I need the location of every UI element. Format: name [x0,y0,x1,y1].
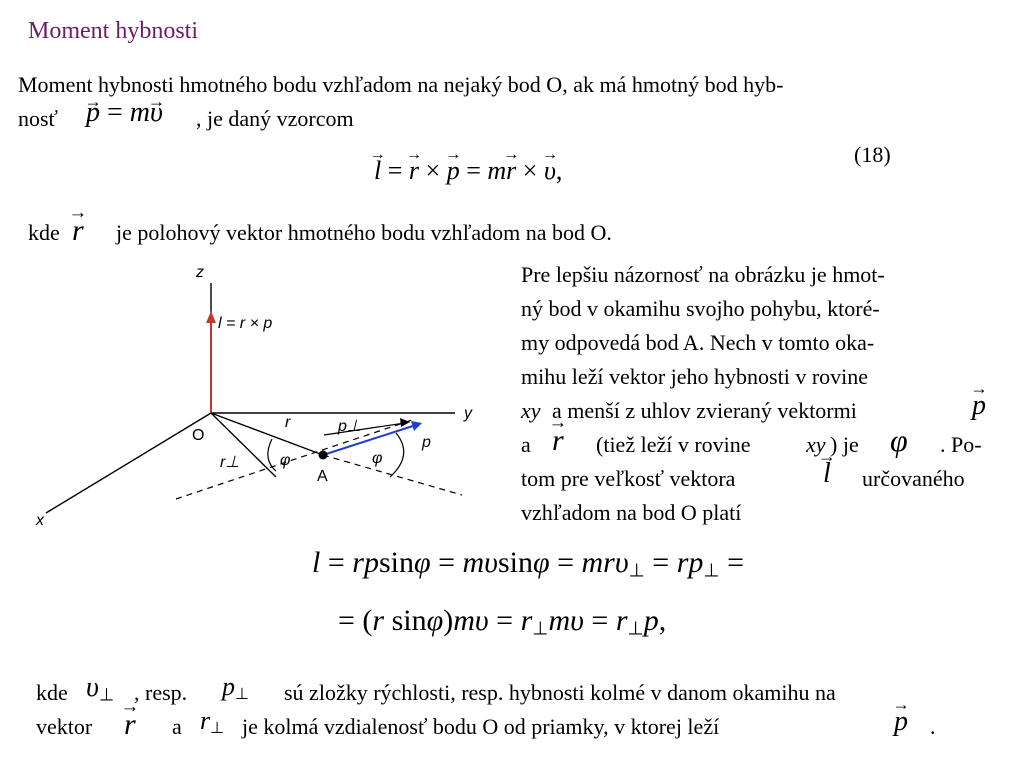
r-perp-line [210,412,277,478]
r-perp-label: r⊥ [220,454,239,471]
magnitude-equation-2: = (r sinφ)mυ = r⊥mυ = r⊥p, [338,604,667,640]
angular-momentum-diagram: z y x l = r × p r r⊥ p⊥ p φ φ A O [35,264,473,529]
bottom-text-2: je kolmá vzdialenosť bodu O od priamky, … [242,714,720,739]
explanation-xy: xy [521,398,541,423]
equation-number: (18) [854,142,891,167]
explanation-line-7-end: určovaného [862,466,965,491]
r-vector-symbol-3: r [124,708,136,742]
point-a-dot [318,450,328,460]
page-title: Moment hybnosti [28,18,199,44]
explanation-line-8: vzhľadom na bod O platí [521,500,742,525]
bottom-a: a [172,714,182,739]
bottom-vektor: vektor [36,714,93,739]
where-r-prefix: kde [28,220,60,245]
angle-arc-left [267,438,277,472]
explanation-line-4: mihu leží vektor jeho hybnosti v rovine [521,364,869,389]
x-axis [45,412,212,514]
r-perp-symbol: r⊥ [200,706,225,738]
y-axis-label: y [463,405,473,422]
angle-arc-right [389,432,405,478]
explanation-line-2: ný bod v okamihu svojho pohybu, ktoré- [521,296,880,321]
explanation-line-6-end: . Po- [940,432,982,457]
angle-phi-left-label: φ [280,452,290,469]
explanation-line-7-start: tom pre veľkosť vektora [521,466,736,491]
point-a-label: A [317,468,328,485]
magnitude-equation-1: l = rpsinφ = mυsinφ = mrυ⊥ = rp⊥ = [312,546,745,582]
v-perp-symbol: υ⊥ [86,672,114,705]
p-vector-arrowhead [411,421,422,431]
r-vector [210,412,324,456]
p-vector [322,424,417,456]
phi-symbol: φ [890,422,908,458]
p-perp-vector [323,422,406,436]
intro-line-2-start: nosť [18,106,58,131]
r-vector-symbol: r [72,214,84,248]
explanation-line-6-mid: (tiež leží v rovine [596,432,751,457]
l-vector-arrowhead [206,311,216,323]
explanation-line-1: Pre lepšiu názornosť na obrázku je hmot- [521,262,885,287]
origin-label: O [192,427,204,444]
l-vector-label: l = r × p [218,315,272,332]
explanation-line-6-a: a [521,432,531,457]
where-r-text: je polohový vektor hmotného bodu vzhľado… [116,220,612,245]
p-vector-symbol: p [972,390,986,422]
p-vector-label: p [421,434,431,451]
explanation-line-3: my odpovedá bod A. Nech v tomto oka- [521,330,875,355]
angle-phi-right-label: φ [372,450,382,467]
p-perp-symbol: p⊥ [222,672,250,704]
angular-momentum-equation: l = r × p = mr × υ, [374,156,562,186]
intro-line-2-end: , je daný vzorcom [196,106,354,131]
intro-line-1: Moment hybnosti hmotného bodu vzhľadom n… [18,72,784,97]
bottom-prefix: kde [36,680,68,705]
bottom-period: . [930,714,936,739]
bottom-text-1: sú zložky rýchlosti, resp. hybnosti kolm… [284,680,836,705]
p-perp-label: p⊥ [337,418,361,435]
momentum-formula: p = mυ [86,99,163,127]
p-line-back [175,418,416,500]
p-vector-symbol-2: p [894,706,908,738]
p-perp-arrowhead [400,418,410,427]
dashed-ray [322,454,463,496]
z-axis-label: z [195,264,204,281]
r-vector-label: r [285,414,291,431]
bottom-resp: , resp. [134,680,188,705]
l-vector-symbol: l [823,458,831,490]
explanation-line-5: a menší z uhlov zvieraný vektormi [552,398,857,423]
x-axis-label: x [35,512,45,529]
r-vector-symbol-2: r [552,424,564,458]
